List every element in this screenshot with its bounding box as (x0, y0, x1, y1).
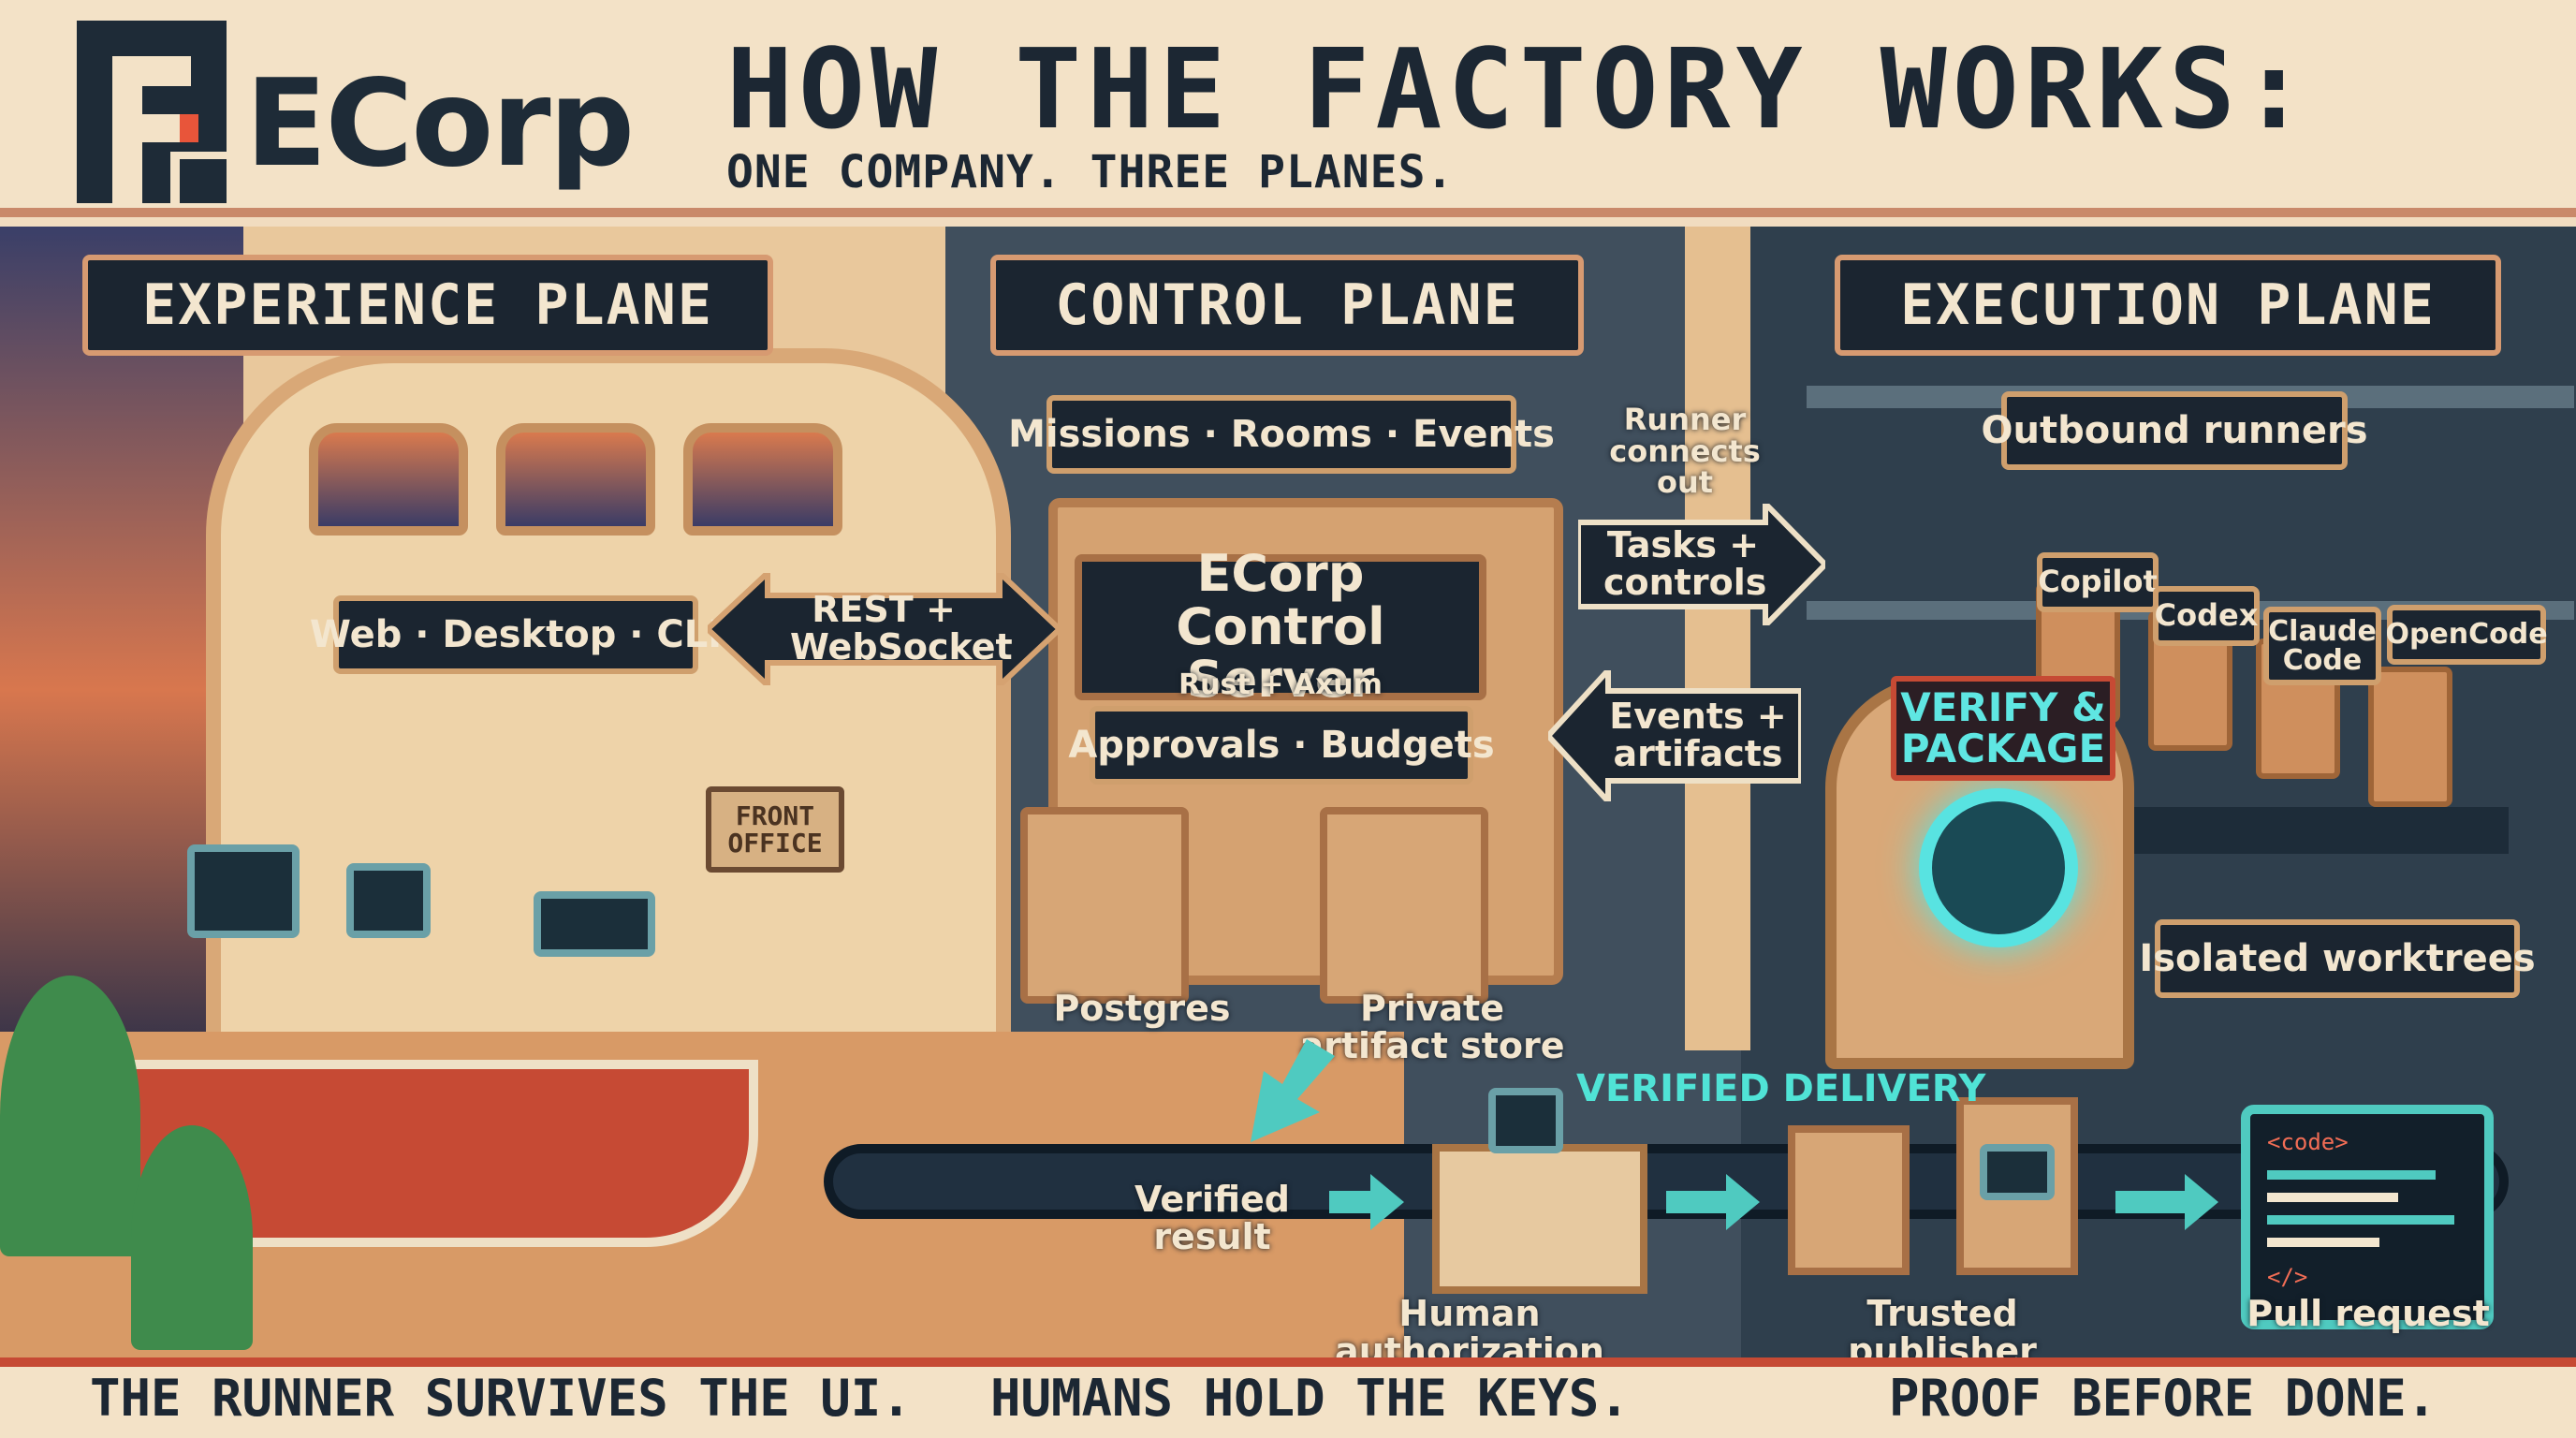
tasks-controls-arrow: Tasks + controls (1578, 504, 1825, 625)
footer-humans: HUMANS HOLD THE KEYS. (990, 1369, 1630, 1428)
experience-plane-label: EXPERIENCE PLANE (82, 255, 773, 356)
arrow-right-icon (1666, 1174, 1760, 1230)
rest-websocket-label: REST + WebSocket (790, 589, 1013, 668)
arrow-down-icon (1251, 1039, 1335, 1142)
plant-icon (0, 976, 140, 1256)
pull-request-window: <code> </> (2241, 1105, 2494, 1329)
missions-label: Missions · Rooms · Events (1008, 395, 1555, 474)
ecorp-logo-icon (77, 21, 227, 203)
pull-request-label: Pull request (2247, 1293, 2490, 1334)
plant-icon (131, 1125, 253, 1350)
artifact-store-cabinet (1320, 807, 1488, 1004)
office-window (683, 423, 842, 536)
rest-websocket-arrow: REST + WebSocket (708, 573, 1060, 685)
execution-plane-label: EXECUTION PLANE (1835, 255, 2501, 356)
control-server-panel: ECorp Control Server (1075, 547, 1486, 706)
arrow-right-icon (1329, 1174, 1404, 1230)
verified-result-label: Verified result (1134, 1179, 1290, 1257)
isolated-worktrees-label: Isolated worktrees (2139, 919, 2536, 998)
runner-codex: Codex (2153, 586, 2260, 646)
opencode-robot (2368, 667, 2452, 807)
artifact-store-label: Private artifact store (1299, 988, 1565, 1066)
footer-runner: THE RUNNER SURVIVES THE UI. (90, 1369, 912, 1428)
runner-copilot: Copilot (2037, 552, 2159, 612)
tasks-controls-label: Tasks + controls (1603, 524, 1767, 603)
auth-monitor (1488, 1088, 1563, 1153)
logo-text: ECorp (245, 54, 635, 194)
runner-opencode: OpenCode (2385, 605, 2548, 665)
publisher-screen (1980, 1144, 2055, 1200)
desk-monitor (187, 844, 300, 938)
publisher-machine (1788, 1125, 1910, 1275)
code-open-tag: <code> (2267, 1129, 2349, 1155)
page-title: HOW THE FACTORY WORKS: (726, 24, 2313, 154)
footer (0, 1357, 2576, 1438)
front-office-sign: FRONT OFFICE (706, 786, 844, 873)
approvals-label: Approvals · Budgets (1068, 706, 1495, 785)
verify-ring (1919, 788, 2078, 947)
authorization-desk (1432, 1144, 1647, 1294)
delivery-conveyor (824, 1144, 2509, 1219)
outbound-runners-label: Outbound runners (1981, 391, 2368, 470)
office-window (496, 423, 655, 536)
verified-delivery-heading: VERIFIED DELIVERY (1576, 1067, 1986, 1110)
hangar-pillar (1685, 227, 1750, 1050)
page-subtitle: ONE COMPANY. THREE PLANES. (726, 146, 1455, 198)
verify-package-sign: VERIFY & PACKAGE (1891, 676, 2115, 781)
footer-proof: PROOF BEFORE DONE. (1889, 1369, 2437, 1428)
events-artifacts-label: Events + artifacts (1609, 696, 1787, 774)
header (0, 0, 2576, 217)
control-plane-label: CONTROL PLANE (990, 255, 1584, 356)
runner-claude-code: Claude Code (2263, 607, 2381, 685)
postgres-cabinet (1020, 807, 1189, 1004)
control-server-subtitle: Rust + Axum (1178, 668, 1383, 701)
code-close-tag: </> (2267, 1264, 2308, 1290)
factory-scene (0, 227, 2576, 1357)
events-artifacts-arrow: Events + artifacts (1548, 670, 1801, 801)
clients-label: Web · Desktop · CLI (310, 595, 722, 674)
desk-monitor (346, 863, 431, 938)
postgres-label: Postgres (1053, 988, 1231, 1029)
desk-monitor (534, 891, 655, 957)
runner-connects-label: Runner connects out (1609, 402, 1761, 501)
office-window (309, 423, 468, 536)
arrow-right-icon (2115, 1174, 2218, 1230)
control-server-title: ECorp Control Server (1176, 543, 1385, 710)
